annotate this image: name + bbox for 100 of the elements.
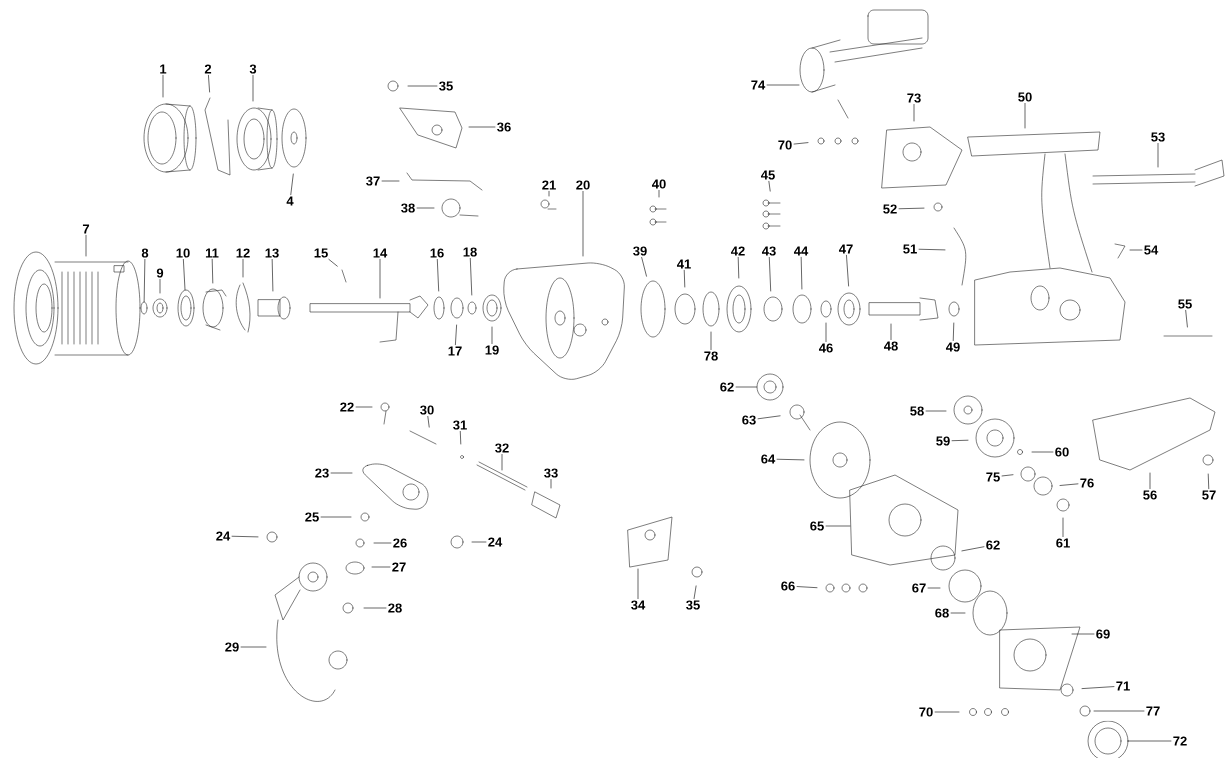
callout-number: 47 [839, 244, 853, 254]
callout-number: 40 [652, 179, 666, 189]
callout-number: 27 [392, 562, 406, 572]
leader-line [693, 585, 697, 599]
callout-number: 19 [485, 345, 499, 355]
leader-line [769, 257, 771, 292]
leader-line [459, 431, 462, 445]
callout-number: 74 [751, 80, 766, 90]
callout-number: 35 [686, 600, 700, 610]
leader-line [796, 586, 818, 588]
callout-number: 26 [393, 538, 407, 548]
leader-line [1059, 483, 1079, 486]
leader-line [330, 472, 353, 474]
leader-line [407, 85, 438, 87]
leader-line [825, 525, 851, 527]
leader-line [918, 248, 946, 251]
callout-number: 49 [946, 342, 960, 352]
leader-line [757, 415, 781, 420]
callout-number: 2 [204, 64, 212, 74]
leader-line [768, 181, 771, 192]
leader-line [468, 126, 496, 128]
callout-number: 16 [430, 248, 444, 258]
leader-line [890, 323, 892, 340]
leader-line [159, 279, 161, 294]
callout-number: 53 [1151, 132, 1165, 142]
callout-number: 44 [794, 246, 809, 256]
leader-line [913, 104, 915, 122]
callout-number: 13 [265, 248, 279, 258]
leader-line [683, 269, 686, 288]
callout-number: 42 [731, 246, 745, 256]
leader-line [355, 406, 373, 408]
callout-number: 60 [1055, 447, 1069, 457]
leader-line [1185, 310, 1188, 328]
callout-number: 14 [373, 248, 388, 258]
callout-number: 56 [1143, 490, 1157, 500]
ring-part [177, 289, 195, 327]
leader-line [710, 331, 712, 350]
callout-number: 55 [1178, 299, 1192, 309]
leader-line [427, 416, 430, 428]
callout-number: 18 [463, 247, 477, 257]
callout-number: 33 [544, 468, 558, 478]
leader-line [290, 173, 294, 196]
leader-line [1031, 451, 1054, 453]
callout-number: 15 [314, 248, 328, 258]
leader-line [1127, 740, 1172, 742]
leader-line [240, 646, 267, 648]
leader-line [800, 256, 803, 290]
ring-part [756, 373, 784, 401]
leader-line [1207, 473, 1210, 489]
callout-number: 71 [1116, 681, 1130, 691]
callout-number: 10 [176, 248, 190, 258]
callout-number: 62 [986, 540, 1000, 550]
connector [735, 386, 757, 388]
leader-line [825, 322, 827, 342]
callout-number: 4 [286, 196, 294, 206]
leader-line [231, 535, 259, 538]
callout-number: 22 [340, 402, 354, 412]
callout-number: 68 [935, 608, 949, 618]
leader-line [1157, 143, 1159, 168]
leader-line [471, 541, 487, 543]
callout-number: 41 [677, 259, 691, 269]
callout-number: 1 [160, 64, 167, 74]
callout-number: 36 [497, 122, 511, 132]
callout-number: 29 [225, 642, 239, 652]
leader-line [846, 255, 849, 287]
leader-line [469, 258, 473, 296]
leader-line [793, 142, 809, 145]
ring-part [140, 301, 148, 315]
leader-line [242, 259, 244, 278]
callout-number: 30 [420, 405, 434, 415]
leader-line [211, 258, 214, 284]
leader-line [582, 191, 584, 257]
callout-number: 59 [936, 436, 950, 446]
leader-line [766, 84, 800, 86]
callout-number: 58 [910, 406, 924, 416]
leader-line [1024, 103, 1026, 129]
leader-line [271, 259, 274, 292]
leader-line [1129, 249, 1143, 251]
callout-number: 21 [542, 180, 556, 190]
leader-line [85, 235, 87, 257]
callout-number: 64 [761, 454, 776, 464]
callout-number: 37 [366, 176, 380, 186]
leader-line [637, 568, 639, 599]
leader-line [925, 410, 947, 412]
leader-line [1001, 474, 1014, 477]
callout-number: 28 [388, 603, 402, 613]
callout-number: 7 [82, 224, 90, 234]
leader-line [379, 258, 381, 299]
leader-line [950, 612, 966, 614]
leader-line [320, 516, 352, 518]
leader-line [776, 458, 805, 461]
callout-number: 3 [249, 64, 257, 74]
callout-number: 52 [883, 204, 897, 214]
connector [183, 259, 186, 291]
callout-number: 23 [315, 468, 329, 478]
callout-number: 77 [1146, 706, 1160, 716]
leader-line [1149, 472, 1151, 489]
leader-line [951, 439, 969, 442]
callout-number: 34 [631, 600, 646, 610]
callout-number: 57 [1202, 490, 1216, 500]
